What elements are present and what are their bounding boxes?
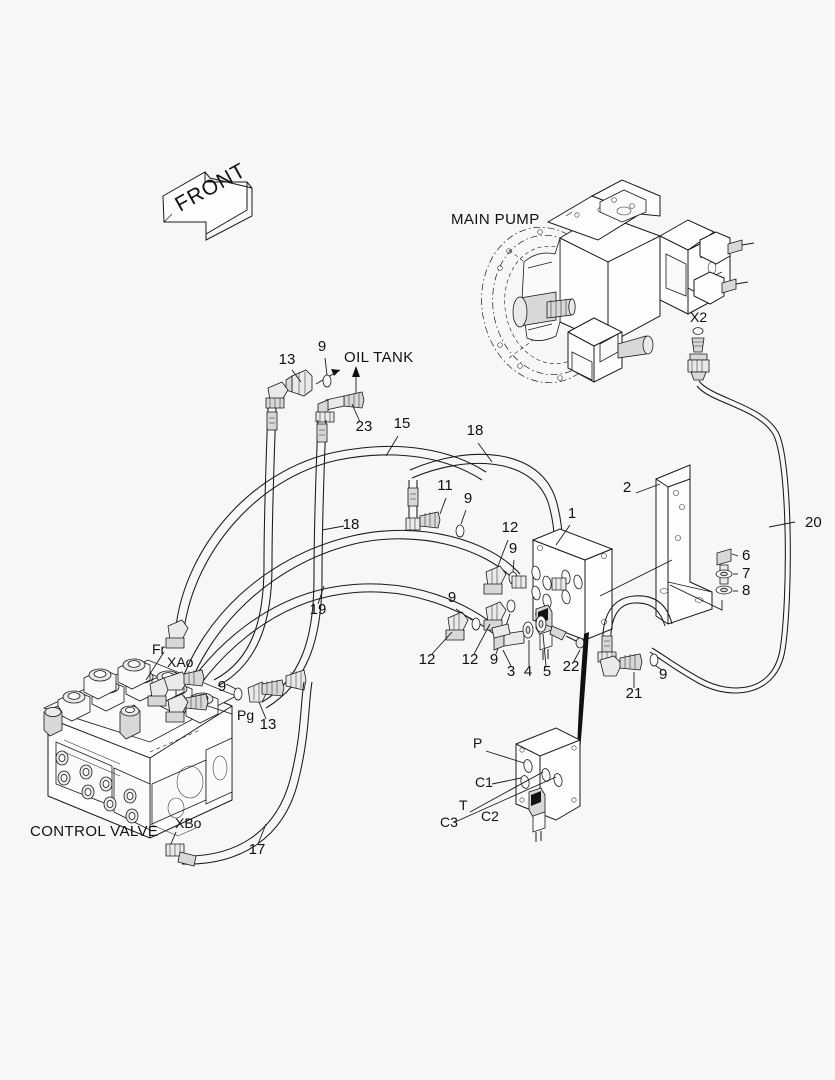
oil-tank-group: OIL TANK 13 9 23 (265, 338, 414, 435)
callout-9-mid: 9 (509, 540, 517, 557)
callout-7: 7 (742, 565, 750, 582)
callout-13-pg: 13 (260, 716, 277, 733)
x2-port-label: X2 (690, 309, 707, 325)
callout-1: 1 (568, 505, 576, 522)
callout-12-a: 12 (419, 651, 436, 668)
main-pump-assembly: MAIN PUMP (451, 179, 755, 384)
callout-9-tank: 9 (318, 338, 326, 355)
x2-port-fitting: X2 (687, 309, 710, 381)
callout-9-b: 9 (490, 651, 498, 668)
callout-12-upper: 12 (502, 519, 519, 536)
detail-port-t: T (459, 797, 468, 813)
hose-20: 20 (649, 380, 822, 694)
detail-port-c3: C3 (440, 814, 458, 830)
port-xao: XAo (167, 654, 194, 670)
callout-5: 5 (543, 663, 551, 680)
oil-tank-label: OIL TANK (344, 349, 414, 366)
callout-23: 23 (356, 418, 373, 435)
callout-8: 8 (742, 582, 750, 599)
callout-9-pg: 9 (218, 678, 226, 695)
callout-13-tank: 13 (279, 351, 296, 368)
control-valve-ports: Fr XAo Pg XBo (145, 641, 254, 847)
fitting-11-group: 11 9 (405, 477, 472, 538)
callout-9-right: 9 (659, 666, 667, 683)
port-xbo: XBo (175, 815, 202, 831)
detail-port-c2: C2 (481, 808, 499, 824)
callout-20: 20 (805, 514, 822, 531)
fitting-cluster-left: 12 9 (483, 519, 519, 595)
detail-port-p: P (473, 735, 482, 751)
callout-22: 22 (563, 658, 580, 675)
bracket-assembly: 2 6 7 8 (599, 464, 750, 625)
callout-18-left: 18 (343, 516, 360, 533)
fitting-cluster-lower-left: 9 12 (419, 589, 481, 668)
hose-vertical-pair (213, 407, 328, 709)
pg-fitting-group: 9 13 (218, 669, 307, 733)
detail-view-block: P C1 C2 C3 T (440, 727, 581, 842)
callout-3: 3 (507, 663, 515, 680)
detail-port-c1: C1 (475, 774, 493, 790)
callout-4: 4 (524, 663, 532, 680)
hose-17: 17 (165, 681, 313, 867)
callout-12-b: 12 (462, 651, 479, 668)
block-hose-couplings (491, 575, 567, 639)
control-valve-label: CONTROL VALVE (30, 823, 158, 840)
callout-11: 11 (437, 477, 453, 494)
port-pg: Pg (237, 707, 254, 723)
callout-2: 2 (623, 479, 631, 496)
callout-18-right: 18 (467, 422, 484, 439)
port-fr: Fr (152, 641, 166, 657)
callout-17: 17 (249, 841, 266, 858)
callout-19: 19 (310, 601, 327, 618)
callout-6: 6 (742, 547, 750, 564)
hose-arch-group: 15 18 18 19 (171, 415, 564, 721)
main-pump-label: MAIN PUMP (451, 211, 540, 228)
hose-21-group: 21 9 (597, 595, 673, 702)
callout-9-upper: 9 (464, 490, 472, 507)
callout-21: 21 (626, 685, 643, 702)
callout-15: 15 (394, 415, 411, 432)
callout-9-lowerleft: 9 (448, 589, 456, 606)
arch-hose-terminations (165, 619, 189, 723)
